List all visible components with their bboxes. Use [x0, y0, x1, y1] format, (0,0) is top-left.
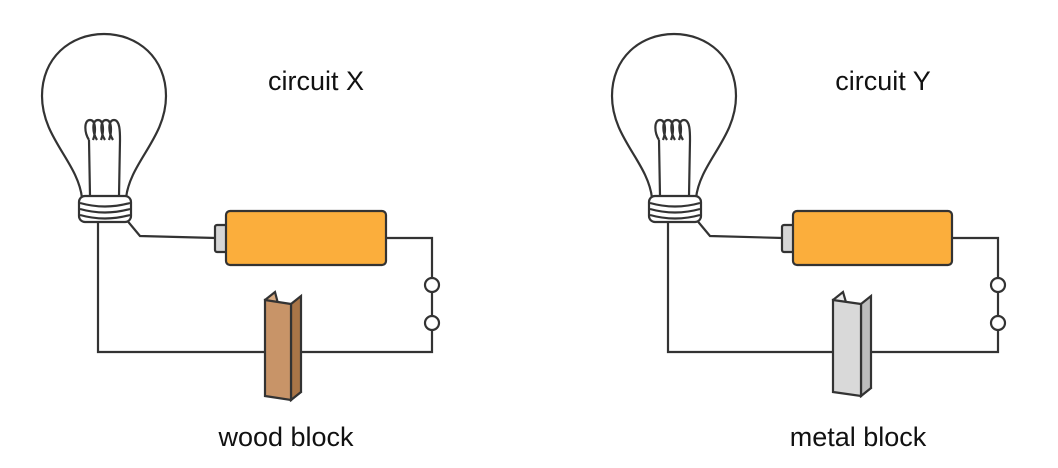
wire-block-to-bulb — [666, 222, 834, 354]
circuit-x: circuit X wood block — [40, 32, 441, 452]
switch-terminal-icon — [989, 314, 1007, 332]
block-label: wood block — [217, 422, 354, 452]
circuit-title: circuit Y — [835, 66, 931, 96]
bulb-glass — [40, 32, 168, 200]
bulb-filament — [654, 118, 692, 197]
battery-body — [224, 209, 388, 267]
block-front — [263, 298, 293, 402]
wire-bulb-to-battery — [694, 217, 784, 240]
circuit-y: circuit Y metal block — [610, 32, 1007, 452]
switch-terminal-icon — [423, 314, 441, 332]
battery-icon — [780, 209, 954, 267]
block-icon — [263, 290, 303, 403]
block-side — [859, 293, 873, 399]
block-label: metal block — [790, 422, 927, 452]
wire-switch-to-block — [870, 330, 1000, 354]
wire-block-to-bulb — [96, 222, 268, 354]
block-icon — [831, 290, 873, 399]
wire-bulb-to-battery — [124, 217, 217, 240]
battery-body — [791, 209, 954, 267]
wire-battery-to-switch — [386, 236, 434, 278]
wire-switch-to-block — [294, 330, 434, 354]
block-side — [289, 293, 303, 403]
switch-terminal-icon — [989, 276, 1007, 294]
light-bulb-icon — [610, 32, 738, 224]
bulb-base — [77, 194, 133, 224]
block-front — [831, 298, 863, 398]
battery-icon — [213, 209, 388, 267]
circuit-title: circuit X — [268, 66, 364, 96]
wire-battery-to-switch — [952, 236, 1000, 278]
bulb-base — [647, 194, 703, 224]
bulb-glass — [610, 32, 738, 200]
light-bulb-icon — [40, 32, 168, 224]
switch-terminal-icon — [423, 276, 441, 294]
bulb-filament — [84, 118, 122, 197]
